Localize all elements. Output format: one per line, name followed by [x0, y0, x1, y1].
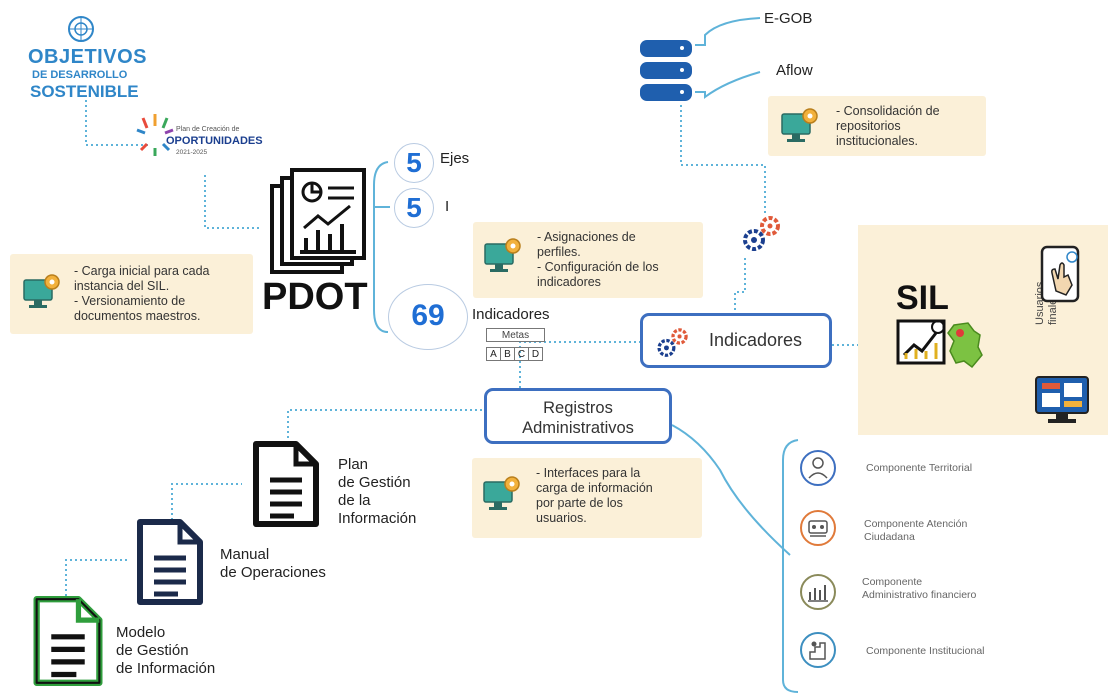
doc-modelo-line: de Información: [116, 660, 216, 677]
stat-label-indicadores: Indicadores: [472, 306, 550, 323]
doc-modelo-label: Modelo de Gestión de Información: [116, 624, 215, 678]
sdg-line3: SOSTENIBLE: [30, 82, 139, 101]
doc-manual-label: Manual de Operaciones: [220, 546, 326, 582]
plan-oportunidades-logo: Plan de Creación de OPORTUNIDADES 2021-2…: [130, 110, 280, 170]
computer-settings-icon: [23, 274, 60, 308]
doc-manual-line: Manual: [220, 546, 270, 563]
computer-settings-icon: [483, 476, 520, 510]
component-administrativo-icon: [800, 574, 836, 610]
component-institucional-label: Componente Institucional: [866, 645, 985, 658]
metas-cell: A: [486, 347, 501, 361]
doc-modelo-line: Modelo: [116, 624, 166, 641]
note-consolidacion: - Consolidación de repositorios instituc…: [768, 96, 986, 156]
sil-panel: SIL Usuarios finales: [858, 225, 1108, 435]
gear-icon: [657, 328, 688, 357]
plan-logo-line3: 2021-2025: [176, 149, 208, 156]
component-line: Componente Atención: [864, 518, 968, 530]
computer-settings-icon: [484, 238, 521, 272]
doc-modelo-line: de Gestión: [116, 642, 189, 659]
touch-screen-icon: [1040, 245, 1080, 303]
node-indicadores-label: Indicadores: [709, 330, 803, 350]
doc-manual-line: de Operaciones: [220, 564, 326, 581]
document-icon: [33, 596, 103, 686]
note-line: carga de información: [536, 481, 653, 495]
sdg-logo: OBJETIVOS DE DESARROLLO SOSTENIBLE: [28, 14, 148, 104]
node-registros-line1: Registros: [543, 399, 613, 417]
sdg-line2: DE DESARROLLO: [32, 69, 128, 81]
note-asignaciones: - Asignaciones de perfiles. - Configurac…: [473, 222, 703, 298]
note-line: - Asignaciones de: [537, 230, 636, 244]
gear-icon: [743, 216, 780, 251]
note-carga: - Carga inicial para cada instancia del …: [10, 254, 253, 334]
metas-cell: D: [528, 347, 543, 361]
doc-plan-line: Plan: [338, 456, 369, 473]
component-line: Componente: [862, 576, 923, 588]
node-registros: Registros Administrativos: [484, 388, 672, 444]
note-line: por parte de los: [536, 496, 623, 510]
colombia-map-icon: [947, 322, 983, 369]
doc-plan-line: Información: [338, 510, 417, 527]
source-aflow: Aflow: [776, 62, 813, 79]
note-line: institucionales.: [836, 134, 918, 148]
stat-label-i: I: [445, 198, 450, 215]
monitor-icon: [1035, 376, 1089, 423]
component-territorial-icon: [800, 450, 836, 486]
stat-circle-i: 5: [394, 188, 434, 228]
stat-value-indicadores: 69: [411, 299, 445, 332]
report-chart-icon: [896, 319, 946, 365]
metas-cell: B: [500, 347, 515, 361]
doc-plan-label: Plan de Gestión de la Información: [338, 456, 416, 528]
note-line: perfiles.: [537, 245, 581, 259]
metas-header: Metas: [486, 328, 545, 342]
note-line: documentos maestros.: [74, 309, 201, 323]
note-line: usuarios.: [536, 511, 587, 525]
component-atencion-icon: [800, 510, 836, 546]
note-line: - Configuración de los: [537, 260, 659, 274]
doc-plan-line: de Gestión: [338, 474, 411, 491]
source-egob: E-GOB: [764, 10, 813, 27]
plan-logo-line2: OPORTUNIDADES: [166, 135, 263, 147]
database-icon: [640, 40, 692, 101]
stat-value-i: 5: [406, 192, 422, 223]
component-line: Ciudadana: [864, 531, 915, 543]
component-territorial-label: Componente Territorial: [866, 462, 972, 475]
note-line: - Versionamiento de: [74, 294, 186, 308]
component-atencion-label: Componente Atención Ciudadana: [864, 518, 967, 544]
note-line: instancia del SIL.: [74, 279, 170, 293]
component-institucional-icon: [800, 632, 836, 668]
note-line: - Consolidación de: [836, 104, 940, 118]
plan-logo-line1: Plan de Creación de: [176, 126, 240, 133]
pdot-title: PDOT: [262, 276, 368, 318]
pdot-block: PDOT: [262, 168, 382, 318]
stat-label-ejes: Ejes: [440, 150, 470, 167]
stat-circle-ejes: 5: [394, 143, 434, 183]
note-line: - Carga inicial para cada: [74, 264, 210, 278]
stat-value-ejes: 5: [406, 147, 422, 178]
stat-circle-indicadores: 69: [388, 284, 468, 350]
document-icon: [253, 441, 319, 527]
document-icon: [137, 519, 203, 605]
component-line: Administrativo financiero: [862, 589, 977, 601]
computer-settings-icon: [781, 108, 818, 142]
sil-title: SIL: [896, 279, 949, 317]
node-registros-line2: Administrativos: [522, 419, 634, 437]
note-line: - Interfaces para la: [536, 466, 641, 480]
un-emblem-icon: [68, 16, 94, 42]
note-line: indicadores: [537, 275, 601, 289]
component-line: Componente Territorial: [866, 462, 973, 474]
metas-cell: C: [514, 347, 529, 361]
report-chart-icon: [270, 168, 366, 274]
component-line: Componente Institucional: [866, 645, 985, 657]
note-interfaces: - Interfaces para la carga de informació…: [472, 458, 702, 538]
note-line: repositorios: [836, 119, 901, 133]
component-administrativo-label: Componente Administrativo financiero: [862, 576, 976, 602]
doc-plan-line: de la: [338, 492, 371, 509]
node-indicadores: Indicadores: [640, 313, 832, 368]
sdg-line1: OBJETIVOS: [28, 46, 147, 68]
sunburst-logo-icon: [136, 114, 174, 156]
